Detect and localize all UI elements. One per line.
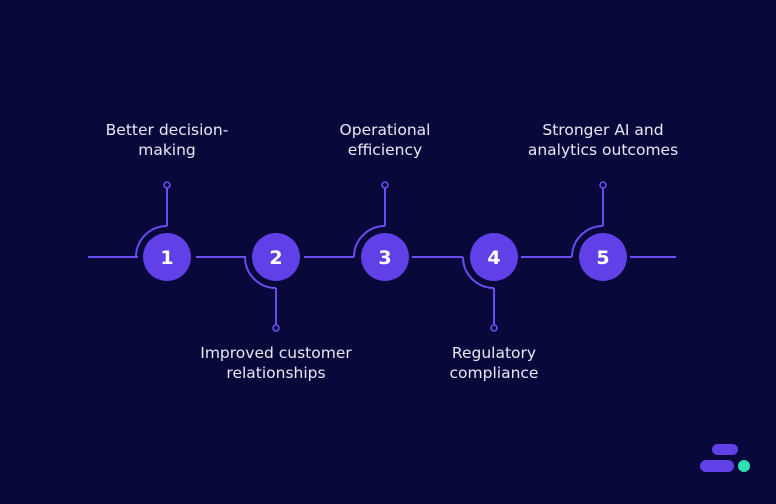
step-circle — [143, 233, 191, 281]
step-circle — [470, 233, 518, 281]
step-node-2: 2 — [244, 233, 300, 332]
step-circle — [252, 233, 300, 281]
step-label-5: Stronger AI and analytics outcomes — [528, 120, 678, 160]
step-number: 4 — [487, 247, 500, 269]
step-label-1: Better decision-making — [106, 120, 229, 160]
step-number: 3 — [378, 247, 391, 269]
step-label-3: Operational efficiency — [340, 120, 431, 160]
step-connector-arc — [244, 256, 277, 289]
step-label-line: Operational — [339, 121, 431, 139]
step-connector-dot — [381, 181, 389, 189]
step-connector-dot — [163, 181, 171, 189]
step-label-line: efficiency — [347, 141, 423, 159]
step-connector-arc — [462, 256, 495, 289]
step-node-4: 4 — [462, 233, 518, 332]
step-label-line: Stronger AI and — [542, 121, 664, 139]
step-connector-arc — [353, 225, 386, 258]
step-label-line: Regulatory — [451, 344, 537, 362]
logo-dot — [738, 460, 750, 472]
logo-bar-top — [712, 444, 738, 455]
step-label-line: Better decision- — [105, 121, 229, 139]
step-label-line: making — [138, 141, 196, 159]
step-label-4: Regulatory compliance — [450, 343, 539, 383]
step-node-1: 1 — [135, 181, 191, 281]
step-connector-dot — [490, 324, 498, 332]
logo-bar-bottom — [700, 460, 734, 472]
step-label-line: compliance — [449, 364, 539, 382]
step-label-line: relationships — [226, 364, 326, 382]
step-circle — [361, 233, 409, 281]
step-label-line: Improved customer — [200, 344, 352, 362]
step-number: 2 — [269, 247, 282, 269]
step-label-2: Improved customer relationships — [200, 343, 352, 383]
step-number: 5 — [596, 247, 609, 269]
step-connector-arc — [135, 225, 168, 258]
step-label-line: analytics outcomes — [527, 141, 679, 159]
step-connector-dot — [272, 324, 280, 332]
step-node-5: 5 — [571, 181, 627, 281]
step-connector-arc — [571, 225, 604, 258]
step-node-3: 3 — [353, 181, 409, 281]
step-connector-dot — [599, 181, 607, 189]
step-number: 1 — [160, 247, 173, 269]
step-circle — [579, 233, 627, 281]
brand-logo-icon — [700, 444, 750, 472]
